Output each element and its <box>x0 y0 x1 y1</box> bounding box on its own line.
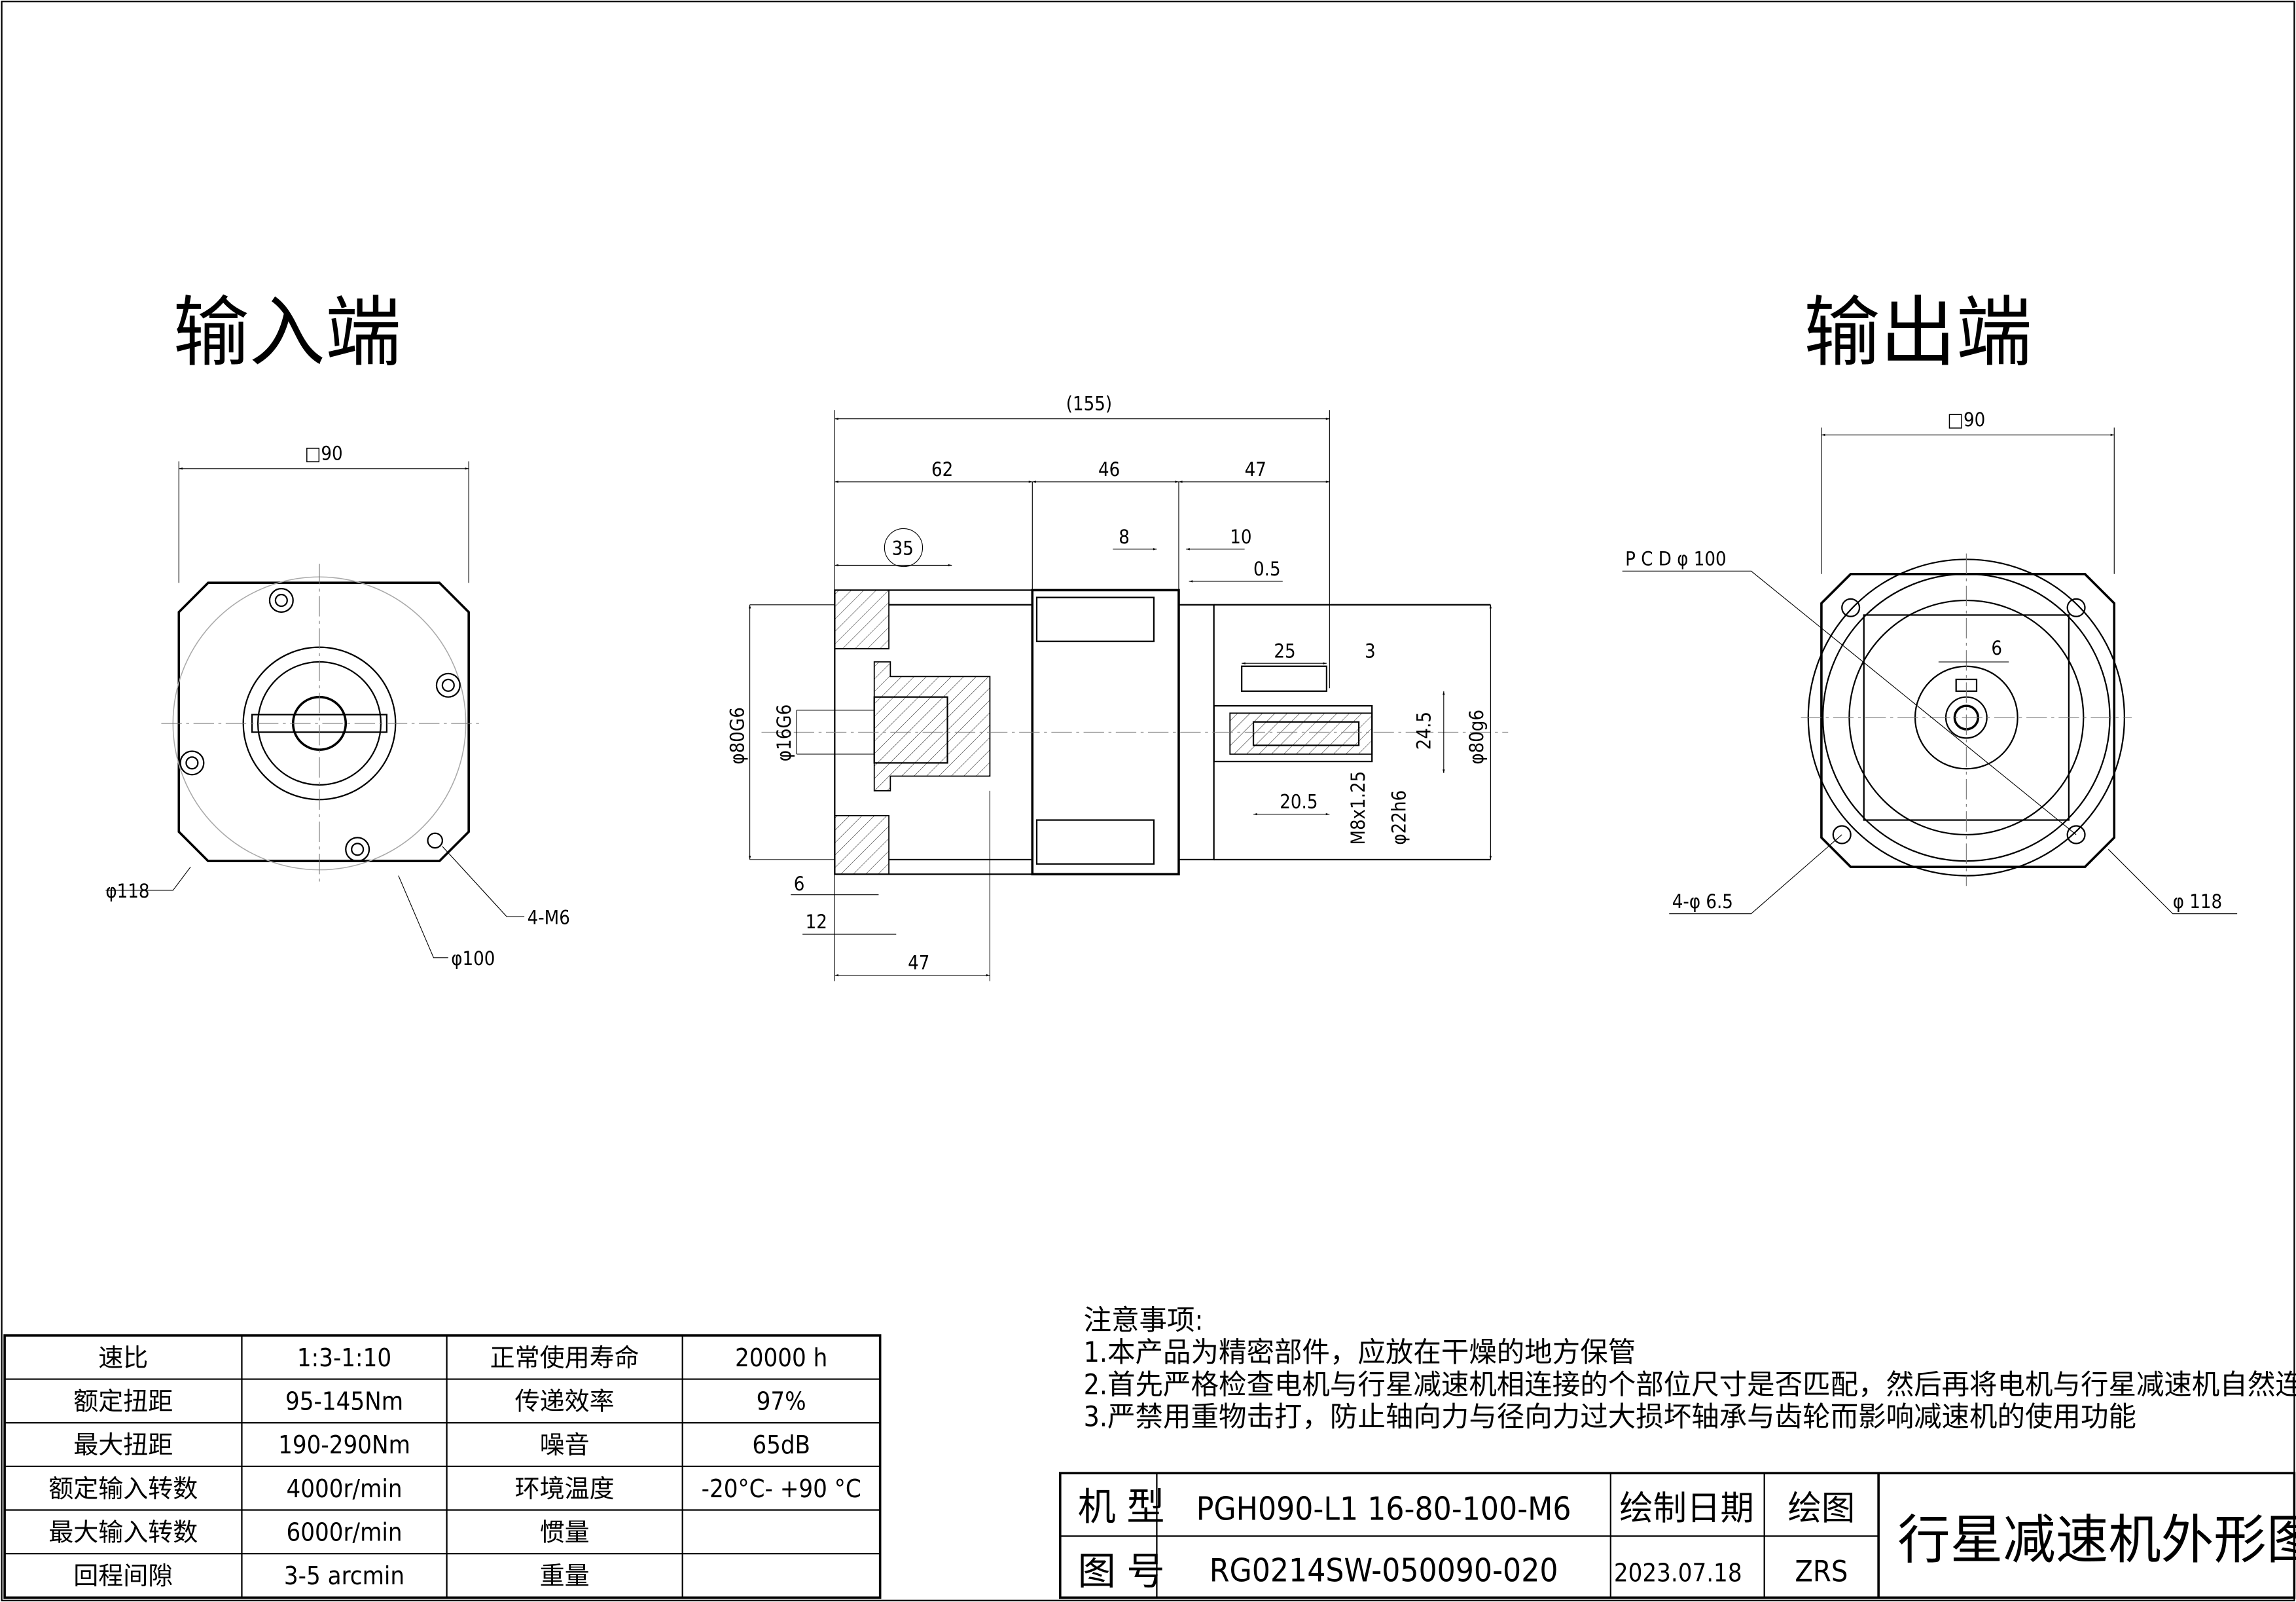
output-end-view: □90 P C D φ 100 6 4-φ 6.5 φ 118 <box>1622 409 2238 915</box>
spec-label: 最大输入转数 <box>48 1518 198 1547</box>
spec-value: 3-5 arcmin <box>284 1561 404 1590</box>
spec-table: 速比 1:3-1:10 正常使用寿命 20000 h 额定扭距 95-145Nm 传递效率 9… <box>3 1334 882 1599</box>
drawing-no-value: RG0214SW-050090-020 <box>1210 1552 1558 1590</box>
dim-square: □90 <box>305 442 343 464</box>
side-section-view: (155) 62 46 47 35 8 10 0.5 25 3 24.5 φ80… <box>726 392 1509 981</box>
model-value: PGH090-L1 16-80-100-M6 <box>1196 1490 1571 1528</box>
dim-dia-118-out: φ 118 <box>2173 890 2222 913</box>
mounting-hole <box>2066 825 2086 845</box>
drawer-value: ZRS <box>1795 1554 1848 1589</box>
dim-motor-shaft-depth: 35 <box>892 537 914 560</box>
spec-value: 65dB <box>752 1430 810 1459</box>
spec-value: 20000 h <box>735 1343 827 1372</box>
output-end-title: 输出端 <box>1804 289 2032 377</box>
date-value: 2023.07.18 <box>1614 1559 1742 1588</box>
spec-value: 1:3-1:10 <box>297 1343 391 1372</box>
input-end-view: □90 φ118 φ100 4-M6 <box>105 442 570 970</box>
mounting-hole <box>1841 598 1861 617</box>
date-label: 绘制日期 <box>1619 1489 1754 1529</box>
dim-seg1: 62 <box>931 458 953 481</box>
note-item: 2.首先严格检查电机与行星减速机相连接的个部位尺寸是否匹配，然后再将电机与行星减… <box>1084 1369 2296 1401</box>
dim-key-off: 3 <box>1365 640 1376 662</box>
mounting-hole <box>2066 598 2086 617</box>
spec-value: 6000r/min <box>286 1518 402 1547</box>
input-end-title: 输入端 <box>173 289 401 377</box>
dim-seg3: 47 <box>1245 458 1266 481</box>
dim-key-width: 6 <box>1991 637 2002 659</box>
spec-label: 最大扭距 <box>73 1430 173 1459</box>
dim-holes-out: 4-φ 6.5 <box>1672 890 1733 913</box>
dim-0.5: 0.5 <box>1253 558 1281 580</box>
dim-key-height: 24.5 <box>1413 712 1435 750</box>
spec-label: 额定输入转数 <box>48 1474 198 1503</box>
spec-label: 正常使用寿命 <box>490 1343 639 1372</box>
mounting-hole <box>345 837 370 862</box>
dim-seg2: 46 <box>1098 458 1120 481</box>
dim-holes: 4-M6 <box>528 906 570 928</box>
drawer-label: 绘图 <box>1787 1489 1855 1529</box>
dim-47: 47 <box>908 952 929 974</box>
dim-12: 12 <box>806 911 827 933</box>
mounting-hole <box>1832 825 1852 845</box>
drawing-no-label: 图 号 <box>1078 1549 1165 1593</box>
title-block: 机 型 PGH090-L1 16-80-100-M6 图 号 RG0214SW-… <box>1059 1472 2296 1599</box>
spec-value: 4000r/min <box>286 1474 402 1503</box>
spec-label: 额定扭距 <box>73 1387 173 1416</box>
dim-in-pilot: φ80G6 <box>726 707 749 764</box>
spec-label: 重量 <box>540 1561 590 1590</box>
mounting-hole <box>435 672 461 698</box>
dim-10: 10 <box>1230 526 1251 548</box>
dim-key-len: 25 <box>1274 640 1295 662</box>
spec-label: 回程间隙 <box>73 1561 173 1590</box>
spec-label: 环境温度 <box>515 1474 615 1503</box>
model-label: 机 型 <box>1078 1485 1165 1529</box>
dim-thread: M8x1.25 <box>1347 771 1369 845</box>
spec-value: 190-290Nm <box>278 1430 410 1459</box>
spec-value: -20°C- +90 °C <box>702 1474 861 1503</box>
dim-6: 6 <box>794 873 805 895</box>
mounting-hole <box>179 750 205 776</box>
spec-value: 95-145Nm <box>285 1387 403 1416</box>
drawing-title: 行星减速机外形图 <box>1897 1509 2296 1571</box>
dim-dia-118: φ118 <box>105 880 149 902</box>
dim-overall: (155) <box>1066 392 1112 414</box>
dim-shaft-dia: φ22h6 <box>1388 790 1410 845</box>
spec-value: 97% <box>757 1387 806 1416</box>
notes: 注意事项: 1.本产品为精密部件，应放在干燥的地方保管 2.首先严格检查电机与行… <box>1084 1305 2296 1434</box>
dim-square-out: □90 <box>1947 409 1985 431</box>
spec-label: 惯量 <box>540 1518 590 1547</box>
dim-in-bore: φ16G6 <box>773 704 795 761</box>
spec-label: 速比 <box>98 1343 148 1372</box>
note-item: 3.严禁用重物击打，防止轴向力与径向力过大损坏轴承与齿轮而影响减速机的使用功能 <box>1084 1402 2136 1434</box>
dim-thread-depth: 20.5 <box>1280 791 1318 813</box>
dim-pcd: P C D φ 100 <box>1625 547 1727 570</box>
dim-dia-100: φ100 <box>451 947 495 970</box>
spec-label: 噪音 <box>540 1430 590 1459</box>
dim-8: 8 <box>1119 526 1130 548</box>
notes-heading: 注意事项: <box>1084 1305 1204 1337</box>
mounting-hole <box>268 588 294 613</box>
note-item: 1.本产品为精密部件，应放在干燥的地方保管 <box>1084 1337 1636 1369</box>
spec-label: 传递效率 <box>515 1387 615 1416</box>
dim-out-pilot: φ80g6 <box>1465 710 1488 765</box>
